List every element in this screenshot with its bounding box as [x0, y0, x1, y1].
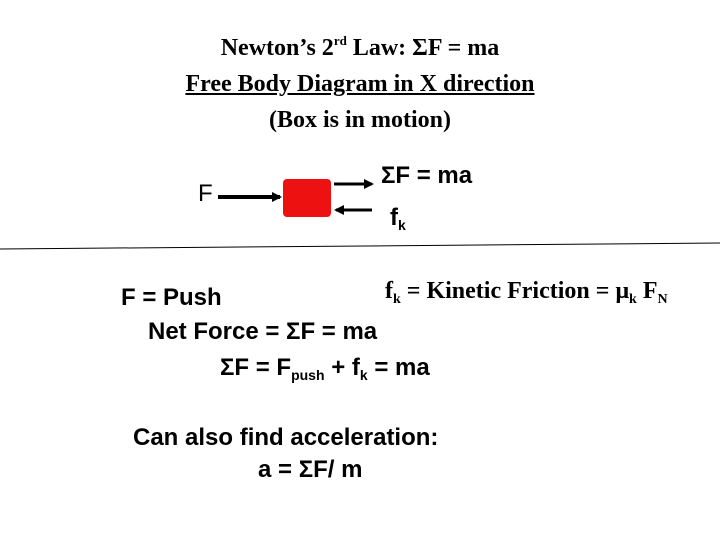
acceleration-heading: Can also find acceleration:	[133, 424, 439, 451]
k-sub: k	[359, 367, 368, 383]
title-prefix: Newton’s 2	[220, 35, 334, 61]
equations: fk = Kinetic Friction = μk FN F = Push N…	[0, 270, 720, 400]
friction-label: fk	[390, 204, 406, 232]
normal-force-f: F	[636, 278, 658, 304]
kinetic-friction-text: = Kinetic Friction =	[400, 278, 616, 304]
sum-part-a: ΣF = F	[220, 354, 292, 381]
sum-part-c: = ma	[367, 354, 430, 381]
ground-line	[0, 242, 720, 250]
mu-symbol: μ	[615, 278, 630, 304]
push-definition: F = Push	[121, 284, 222, 311]
net-force-definition: Net Force = ΣF = ma	[148, 318, 378, 345]
applied-force-label: F	[198, 180, 213, 207]
kinetic-friction-equation: fk = Kinetic Friction = μk FN	[385, 278, 668, 307]
fk-sub: k	[393, 292, 401, 307]
title-line-1: Newton’s 2rd Law: ΣF = ma	[0, 30, 720, 66]
title-block: Newton’s 2rd Law: ΣF = ma Free Body Diag…	[0, 30, 720, 138]
box	[283, 179, 331, 217]
normal-force-sub: N	[657, 292, 668, 307]
net-force-label: ΣF = ma	[381, 162, 473, 189]
sum-part-b: + f	[324, 354, 360, 381]
sum-force-equation: ΣF = Fpush + fk = ma	[220, 354, 430, 382]
push-sub: push	[291, 367, 325, 383]
free-body-diagram: F ΣF = ma fk	[0, 150, 720, 260]
title-superscript: rd	[333, 33, 347, 48]
title-line-2: Free Body Diagram in X direction	[185, 71, 535, 97]
diagram-arrows	[0, 179, 720, 250]
title-line-3: (Box is in motion)	[268, 107, 451, 133]
friction-label-main: f	[390, 204, 398, 231]
fk-f: f	[385, 278, 393, 304]
acceleration-formula: a = ΣF/ m	[258, 456, 363, 483]
friction-label-sub: k	[398, 217, 406, 233]
mu-sub: k	[629, 292, 637, 307]
title-suffix: Law: ΣF = ma	[346, 35, 500, 61]
